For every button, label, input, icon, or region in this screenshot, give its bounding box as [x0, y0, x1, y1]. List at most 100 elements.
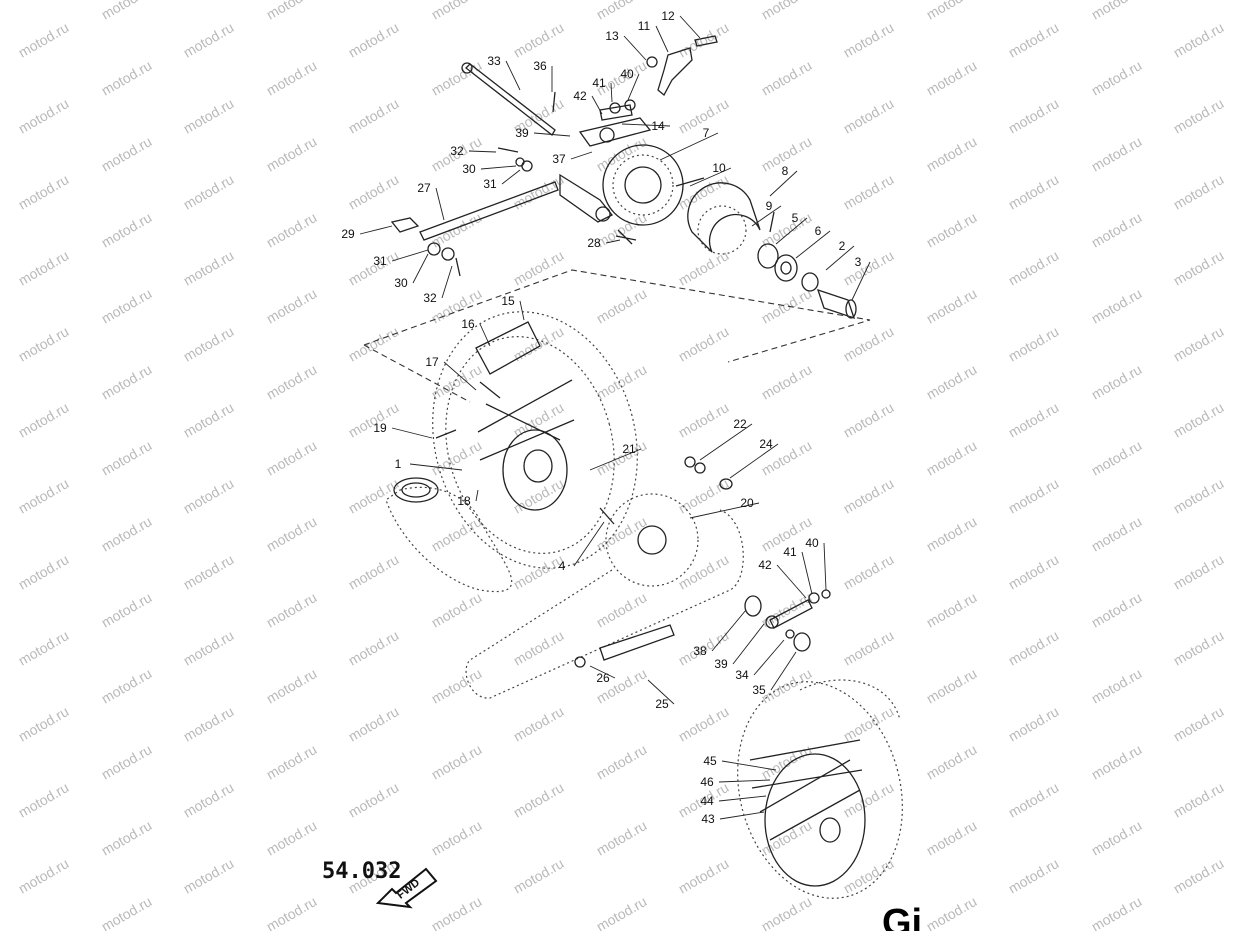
watermark-text: motod.ru	[181, 703, 237, 744]
watermark-text: motod.ru	[429, 57, 485, 98]
watermark-text: motod.ru	[759, 57, 815, 98]
axle-reference-line	[363, 269, 871, 363]
watermark-text: motod.ru	[1006, 475, 1062, 516]
watermark-text: motod.ru	[924, 741, 980, 782]
watermark-text: motod.ru	[264, 0, 320, 23]
watermark-text: motod.ru	[841, 171, 897, 212]
corner-text: Gi	[882, 902, 922, 931]
callout-number: 24	[759, 437, 773, 451]
chain-adjuster	[744, 589, 831, 652]
watermark-text: motod.ru	[1089, 437, 1145, 478]
callout-leader-line	[801, 551, 813, 595]
watermark-text: motod.ru	[16, 627, 72, 668]
callout-number: 39	[515, 126, 529, 140]
callout-number: 20	[740, 496, 754, 510]
watermark-text: motod.ru	[346, 19, 402, 60]
callout-leader-line	[505, 60, 521, 91]
callout-number: 6	[815, 224, 822, 238]
watermark-text: motod.ru	[16, 399, 72, 440]
watermark-text: motod.ru	[511, 703, 567, 744]
callout-leader-line	[718, 795, 767, 802]
watermark-text: motod.ru	[1006, 551, 1062, 592]
watermark-text: motod.ru	[759, 285, 815, 326]
callout-leader-line	[627, 73, 640, 101]
watermark-text: motod.ru	[1171, 855, 1227, 896]
callout-number: 32	[423, 291, 437, 305]
watermark-text: motod.ru	[1089, 893, 1145, 931]
callout-number: 40	[805, 536, 819, 550]
watermark-text: motod.ru	[99, 133, 155, 174]
callout-leader-line	[391, 427, 433, 439]
callout-leader-line	[573, 521, 605, 567]
watermark-text: motod.ru	[429, 589, 485, 630]
callout-leader-line	[825, 245, 855, 271]
callout-number: 29	[341, 227, 355, 241]
watermark-text: motod.ru	[16, 855, 72, 896]
callout-leader-line	[412, 253, 429, 284]
watermark-text: motod.ru	[1006, 171, 1062, 212]
watermark-text: motod.ru	[181, 19, 237, 60]
watermark-text: motod.ru	[181, 551, 237, 592]
watermark-text: motod.ru	[1171, 475, 1227, 516]
callout-leader-line	[533, 132, 571, 137]
watermark-text: motod.ru	[1006, 323, 1062, 364]
watermark-text: motod.ru	[181, 95, 237, 136]
watermark-text: motod.ru	[181, 627, 237, 668]
watermark-text: motod.ru	[1171, 703, 1227, 744]
watermark-text: motod.ru	[924, 437, 980, 478]
callout-number: 37	[552, 152, 566, 166]
watermark-text: motod.ru	[429, 741, 485, 782]
watermark-text: motod.ru	[594, 361, 650, 402]
watermark-text: motod.ru	[1171, 19, 1227, 60]
watermark-text: motod.ru	[1006, 19, 1062, 60]
watermark-text: motod.ru	[1006, 779, 1062, 820]
callout-number: 44	[700, 794, 714, 808]
callout-leader-line	[719, 811, 765, 820]
callout-number: 31	[373, 254, 387, 268]
watermark-text: motod.ru	[346, 95, 402, 136]
watermark-text: motod.ru	[924, 209, 980, 250]
watermark-text: motod.ru	[924, 57, 980, 98]
callout-leader-line	[689, 167, 732, 187]
callout-number: 21	[622, 442, 636, 456]
watermark-text: motod.ru	[264, 57, 320, 98]
watermark-text: motod.ru	[759, 741, 815, 782]
callout-number: 16	[461, 317, 475, 331]
watermark-text: motod.ru	[841, 627, 897, 668]
watermark-text: motod.ru	[841, 855, 897, 896]
callout-leader-line	[468, 150, 497, 153]
watermark-text: motod.ru	[759, 361, 815, 402]
brake-hub-parts	[602, 144, 857, 320]
watermark-text: motod.ru	[594, 209, 650, 250]
watermark-text: motod.ru	[429, 893, 485, 931]
watermark-text: motod.ru	[759, 893, 815, 931]
callout-number: 30	[462, 162, 476, 176]
callout-leader-line	[753, 639, 785, 676]
callout-number: 1	[395, 457, 402, 471]
watermark-text: motod.ru	[841, 247, 897, 288]
callout-number: 3	[855, 255, 862, 269]
callout-number: 17	[425, 355, 439, 369]
watermark-text: motod.ru	[841, 19, 897, 60]
callout-number: 36	[533, 59, 547, 73]
callout-leader-line	[443, 361, 477, 391]
watermark-text: motod.ru	[429, 665, 485, 706]
watermark-text: motod.ru	[511, 171, 567, 212]
callout-number: 12	[661, 9, 675, 23]
callout-leader-line	[775, 217, 808, 245]
watermark-text: motod.ru	[924, 0, 980, 23]
watermark-text: motod.ru	[924, 361, 980, 402]
callout-number: 40	[620, 67, 634, 81]
watermark-text: motod.ru	[346, 171, 402, 212]
callout-number: 8	[782, 164, 789, 178]
callout-leader-line	[391, 249, 429, 262]
callout-leader-line	[605, 239, 621, 244]
watermark-text: motod.ru	[676, 171, 732, 212]
callout-leader-line	[823, 542, 827, 591]
watermark-text: motod.ru	[594, 589, 650, 630]
callout-number: 41	[783, 545, 797, 559]
watermark-text: motod.ru	[99, 0, 155, 23]
callout-number: 39	[714, 657, 728, 671]
watermark-text: motod.ru	[346, 475, 402, 516]
